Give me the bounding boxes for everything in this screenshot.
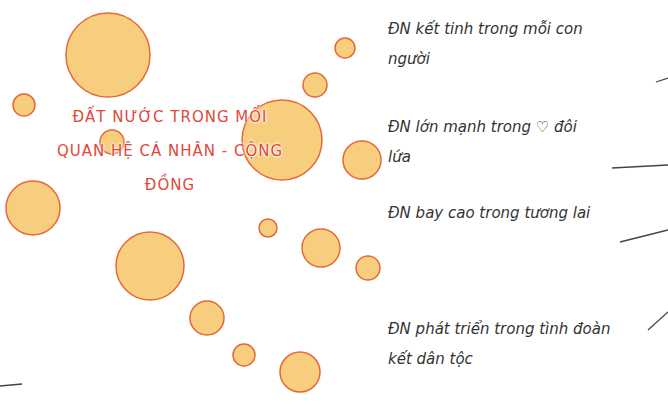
bubble	[6, 181, 60, 235]
bubble	[233, 344, 255, 366]
bubble	[302, 229, 340, 267]
branch-note: ĐN bay cao trong tương lai	[388, 198, 603, 228]
leader-line	[620, 230, 668, 242]
bubble	[280, 352, 320, 392]
central-topic: ĐẤT NƯỚC TRONG MỐI QUAN HỆ CÁ NHÂN - CỘN…	[50, 100, 290, 202]
leader-line	[656, 78, 668, 82]
bubble	[303, 73, 327, 97]
bubble	[356, 256, 380, 280]
bubble	[13, 94, 35, 116]
branch-note: ĐN lớn mạnh trong ♡ đôi lứa	[388, 112, 603, 172]
branch-note: ĐN kết tinh trong mỗi con người	[388, 14, 603, 74]
bubble	[66, 13, 150, 97]
bubble	[116, 232, 184, 300]
bubble	[343, 141, 381, 179]
leader-line	[648, 312, 668, 330]
branch-note: ĐN phát triển trong tình đoàn kết dân tộ…	[388, 314, 638, 374]
bubble	[335, 38, 355, 58]
leader-line	[0, 384, 22, 386]
leader-line	[612, 165, 668, 168]
bubble	[259, 219, 277, 237]
bubble	[190, 301, 224, 335]
